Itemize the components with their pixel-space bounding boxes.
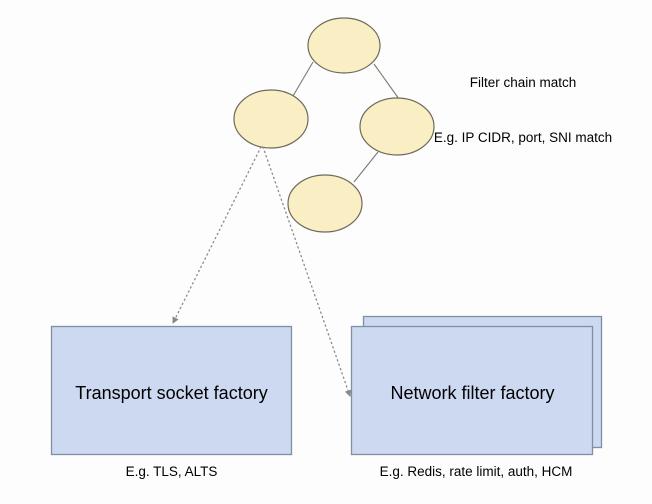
filter-chain-match-line2: E.g. IP CIDR, port, SNI match [433, 130, 613, 146]
network-filter-factory-box[interactable] [350, 315, 603, 456]
ellipse-node-left[interactable] [233, 89, 309, 149]
ellipse-connectors [292, 61, 400, 183]
connector-top-left [292, 61, 314, 97]
network-filter-factory-label: Network filter factory [390, 383, 555, 403]
ellipse-node-top[interactable] [307, 17, 381, 74]
connector-top-right [373, 63, 400, 100]
connector-right-bottom [353, 151, 379, 183]
transport-socket-factory-caption: E.g. TLS, ALTS [125, 464, 218, 479]
ellipse-node-right[interactable] [359, 97, 435, 156]
filter-chain-match-line1: Filter chain match [469, 75, 577, 91]
network-filter-factory-rect-front[interactable] [350, 325, 594, 456]
dotted-arrows [172, 146, 352, 397]
ellipse-node-bottom[interactable] [287, 174, 363, 233]
filter-chain-match-annotation: Filter chain match E.g. IP CIDR, port, S… [408, 38, 638, 184]
transport-socket-factory-rect[interactable] [50, 325, 293, 456]
transport-socket-factory-label: Transport socket factory [75, 383, 268, 403]
transport-socket-factory-box[interactable] [50, 325, 293, 456]
arrow-to-transport-socket-factory [172, 146, 262, 324]
network-filter-factory-caption: E.g. Redis, rate limit, auth, HCM [379, 464, 573, 479]
ellipse-nodes [233, 17, 435, 233]
